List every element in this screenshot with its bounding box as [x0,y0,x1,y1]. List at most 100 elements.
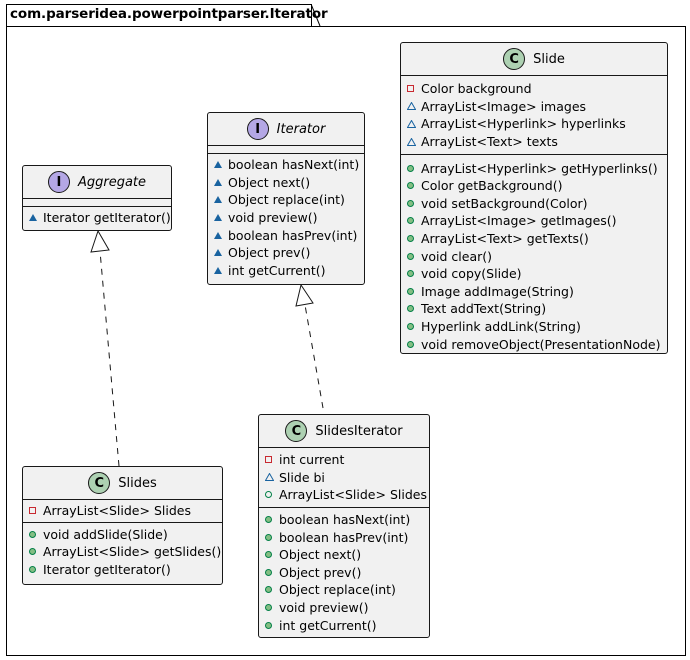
operation-row: ArrayList<Slide> getSlides() [23,543,222,561]
operation-text: Image addImage(String) [421,283,574,299]
operations-divider [401,154,667,156]
operation-text: void clear() [421,248,493,264]
operation-text: int getCurrent() [279,617,377,633]
operation-row: Object replace(int) [259,581,429,599]
operation-text: boolean hasNext(int) [279,512,411,528]
operation-text: ArrayList<Hyperlink> getHyperlinks() [421,160,658,176]
operation-row: Object next() [208,174,364,192]
operation-text: void preview() [228,210,318,226]
operations-divider [23,206,171,207]
operation-row: Iterator getIterator() [23,561,222,579]
package-name: com.parseridea.powerpointparser.Iterator [10,6,328,22]
public-visibility-icon [407,252,414,260]
attribute-row: ArrayList<Image> images [401,98,667,116]
operation-text: Object replace(int) [279,582,396,598]
class-slide-name: Slide [533,51,565,67]
operation-text: void removeObject(PresentationNode) [421,336,661,352]
class-slidesiterator[interactable]: C SlidesIterator int current Slide bi Ar… [258,414,430,638]
public-visibility-icon [407,235,414,243]
operation-row: Hyperlink addLink(String) [401,318,667,336]
operation-row: ArrayList<Image> getImages() [401,212,667,230]
public-visibility-icon [407,323,414,331]
class-aggregate-operations: Iterator getIterator() [23,207,171,231]
public-visibility-icon [29,566,36,574]
operation-row: boolean hasPrev(int) [259,528,429,546]
operation-text: int getCurrent() [228,262,326,278]
operation-row: boolean hasNext(int) [259,511,429,529]
attribute-text: Color background [421,81,532,97]
empty-attributes [208,146,364,153]
package-visibility-icon [214,249,222,257]
public-visibility-icon [265,586,272,594]
public-visibility-icon [407,182,414,190]
operations-divider [208,153,364,154]
attribute-text: ArrayList<Hyperlink> hyperlinks [421,116,626,132]
package-frame [6,26,686,656]
class-iterator-operations: boolean hasNext(int) Object next() Objec… [208,154,364,283]
class-slide-attributes: Color background ArrayList<Image> images… [401,76,667,154]
class-slides-operations: void addSlide(Slide) ArrayList<Slide> ge… [23,523,222,583]
operation-text: Text addText(String) [421,301,547,317]
public-visibility-icon [265,491,272,499]
attribute-text: ArrayList<Slide> Slides [279,487,427,503]
class-slides-attributes: ArrayList<Slide> Slides [23,500,222,522]
operation-text: Object next() [228,174,311,190]
class-slide-operations: ArrayList<Hyperlink> getHyperlinks() Col… [401,155,667,357]
public-visibility-icon [407,164,414,172]
class-aggregate[interactable]: I Aggregate Iterator getIterator() [22,165,172,231]
operation-row: int getCurrent() [259,616,429,634]
class-slidesiterator-operations: boolean hasNext(int) boolean hasPrev(int… [259,508,429,638]
attribute-row: int current [259,451,429,469]
package-visibility-icon [214,231,222,239]
attribute-row: ArrayList<Text> texts [401,133,667,151]
operation-row: void clear() [401,247,667,265]
attribute-text: ArrayList<Slide> Slides [43,503,191,519]
operation-row: void setBackground(Color) [401,195,667,213]
operation-text: Color getBackground() [421,178,563,194]
public-visibility-icon [29,530,36,538]
attributes-divider [401,75,667,76]
public-visibility-icon [265,551,272,559]
operation-row: Color getBackground() [401,177,667,195]
operation-row: Iterator getIterator() [23,209,171,227]
private-visibility-icon [29,507,36,515]
operation-text: Object replace(int) [228,192,345,208]
operation-text: Object prev() [279,564,362,580]
operation-row: void addSlide(Slide) [23,526,222,544]
operation-text: void preview() [279,600,369,616]
operation-text: ArrayList<Slide> getSlides() [43,544,222,560]
package-visibility-icon [407,137,416,146]
package-visibility-icon [29,214,37,222]
public-visibility-icon [407,305,414,313]
public-visibility-icon [407,287,414,295]
class-slides[interactable]: C Slides ArrayList<Slide> Slides void ad… [22,466,223,585]
operation-row: int getCurrent() [208,262,364,280]
package-visibility-icon [265,473,274,482]
operation-text: ArrayList<Image> getImages() [421,213,617,229]
class-slidesiterator-name: SlidesIterator [315,423,403,439]
attributes-divider [23,198,171,199]
class-slidesiterator-attributes: int current Slide bi ArrayList<Slide> Sl… [259,448,429,507]
class-aggregate-header: I Aggregate [23,166,171,198]
attribute-row: Color background [401,80,667,98]
public-visibility-icon [265,621,272,629]
operations-divider [23,521,222,523]
public-visibility-icon [407,340,414,348]
public-visibility-icon [407,270,414,278]
class-iterator-name: Iterator [276,121,326,137]
attribute-row: ArrayList<Slide> Slides [23,502,222,520]
empty-attributes [23,199,171,206]
operation-text: boolean hasPrev(int) [228,227,358,243]
class-slidesiterator-header: C SlidesIterator [259,415,429,447]
class-iterator[interactable]: I Iterator boolean hasNext(int) Object n… [207,112,365,285]
public-visibility-icon [407,217,414,225]
public-visibility-icon [407,199,414,207]
class-iterator-header: I Iterator [208,113,364,145]
operation-row: void preview() [259,599,429,617]
operation-text: boolean hasNext(int) [228,157,360,173]
package-visibility-icon [407,119,416,128]
class-slide[interactable]: C Slide Color background ArrayList<Image… [400,42,668,354]
operation-row: boolean hasPrev(int) [208,226,364,244]
attribute-row: ArrayList<Hyperlink> hyperlinks [401,115,667,133]
package-visibility-icon [214,266,222,274]
